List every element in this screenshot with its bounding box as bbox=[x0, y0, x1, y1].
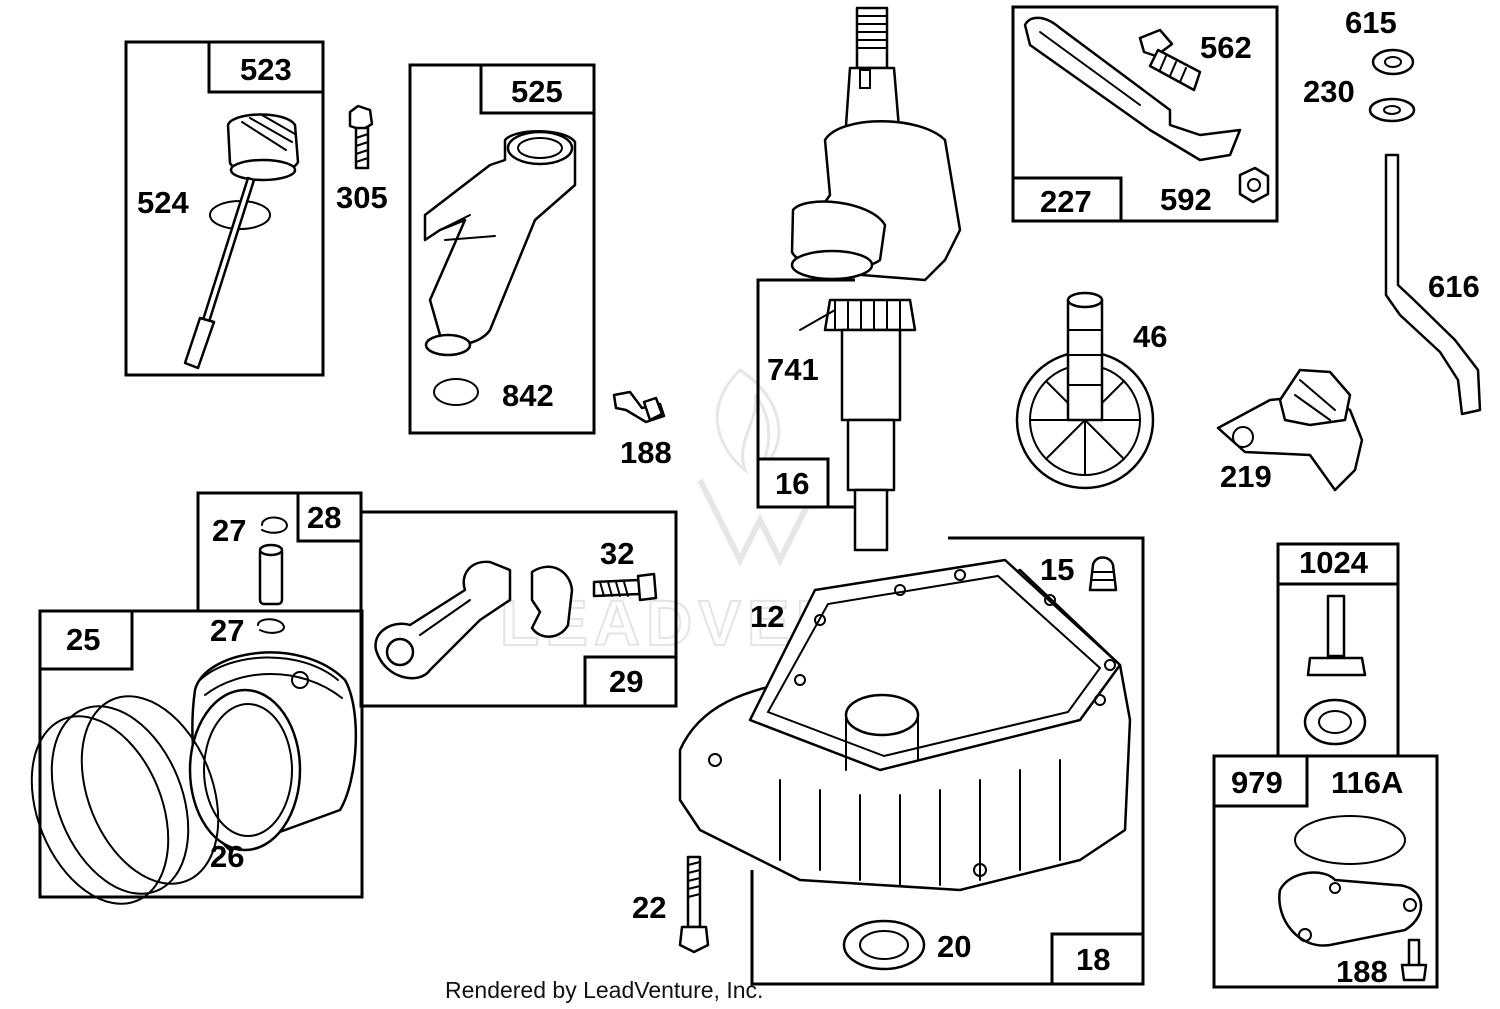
label-15: 15 bbox=[1040, 552, 1074, 587]
dipstick-blade bbox=[200, 176, 256, 327]
governor-219: 219 bbox=[1216, 368, 1364, 494]
screw-188-lower bbox=[1400, 938, 1428, 982]
camshaft-46: 46 bbox=[1015, 291, 1167, 490]
group-18: 18 12 15 20 bbox=[678, 536, 1145, 986]
label-741: 741 bbox=[767, 352, 819, 387]
label-562: 562 bbox=[1200, 30, 1252, 65]
wrist-pin bbox=[258, 543, 284, 606]
label-20: 20 bbox=[937, 929, 971, 964]
label-22: 22 bbox=[632, 890, 666, 925]
label-25: 25 bbox=[66, 622, 100, 657]
bolt-32 bbox=[592, 572, 658, 602]
seal-20 bbox=[842, 919, 926, 971]
label-12: 12 bbox=[750, 599, 784, 634]
label-188-upper: 188 bbox=[620, 435, 672, 470]
group-525: 525 842 bbox=[408, 63, 596, 435]
label-188-lower: 188 bbox=[1336, 954, 1388, 989]
dipstick-cap bbox=[226, 113, 300, 182]
rod-cap bbox=[530, 565, 574, 638]
label-18: 18 bbox=[1076, 942, 1110, 977]
bolt-22: 22 bbox=[632, 855, 710, 954]
group-1024: 1024 bbox=[1276, 542, 1400, 758]
label-615: 615 bbox=[1345, 5, 1397, 40]
label-26: 26 bbox=[210, 839, 244, 874]
label-27-upper: 27 bbox=[212, 513, 246, 548]
label-842: 842 bbox=[502, 378, 554, 413]
label-979: 979 bbox=[1231, 765, 1283, 800]
governor-lever bbox=[1023, 16, 1242, 162]
crankshaft bbox=[790, 6, 962, 552]
label-616: 616 bbox=[1428, 269, 1480, 304]
footer-credit: Rendered by LeadVenture, Inc. bbox=[445, 977, 763, 1003]
group-227: 227 562 592 bbox=[1011, 5, 1279, 223]
group-29: 29 32 bbox=[359, 510, 678, 708]
o-ring-842 bbox=[433, 378, 479, 406]
nut-592 bbox=[1238, 166, 1270, 204]
piston bbox=[188, 651, 358, 852]
bolt-562 bbox=[1138, 28, 1202, 92]
oil-pump-shaft bbox=[1303, 594, 1367, 746]
label-28: 28 bbox=[307, 500, 341, 535]
sump bbox=[678, 558, 1132, 892]
label-230: 230 bbox=[1303, 74, 1355, 109]
washer-615 bbox=[1371, 48, 1415, 76]
label-16: 16 bbox=[775, 466, 809, 501]
label-305: 305 bbox=[336, 180, 388, 215]
plug-15 bbox=[1088, 556, 1118, 592]
gasket-116A bbox=[1294, 815, 1406, 865]
governor-shaft-616 bbox=[1384, 153, 1482, 416]
label-592: 592 bbox=[1160, 182, 1212, 217]
label-525: 525 bbox=[511, 74, 563, 109]
label-227: 227 bbox=[1040, 184, 1092, 219]
governor-parts: 615 230 616 bbox=[1303, 5, 1482, 416]
label-29: 29 bbox=[609, 664, 643, 699]
group-523: 523 524 bbox=[124, 40, 325, 377]
clip-27-lower bbox=[257, 618, 286, 634]
group-979: 979 116A 188 bbox=[1212, 754, 1439, 989]
group-16: 16 741 bbox=[756, 6, 962, 552]
connecting-rod bbox=[374, 560, 512, 680]
label-27-lower: 27 bbox=[210, 613, 244, 648]
group-28: 28 27 bbox=[196, 491, 363, 613]
label-219: 219 bbox=[1220, 459, 1272, 494]
washer-230 bbox=[1368, 97, 1416, 123]
label-1024: 1024 bbox=[1299, 545, 1369, 580]
screw-305: 305 bbox=[336, 104, 388, 215]
piston-rings-26 bbox=[30, 695, 220, 905]
label-32: 32 bbox=[600, 536, 634, 571]
pump-cover bbox=[1278, 871, 1423, 947]
clip-27-upper bbox=[261, 516, 289, 534]
label-524: 524 bbox=[137, 185, 189, 220]
screw-188-upper: 188 bbox=[612, 390, 672, 470]
group-25: 25 27 26 bbox=[30, 609, 364, 905]
label-523: 523 bbox=[240, 52, 292, 87]
label-116A: 116A bbox=[1331, 765, 1403, 800]
label-46: 46 bbox=[1133, 319, 1167, 354]
